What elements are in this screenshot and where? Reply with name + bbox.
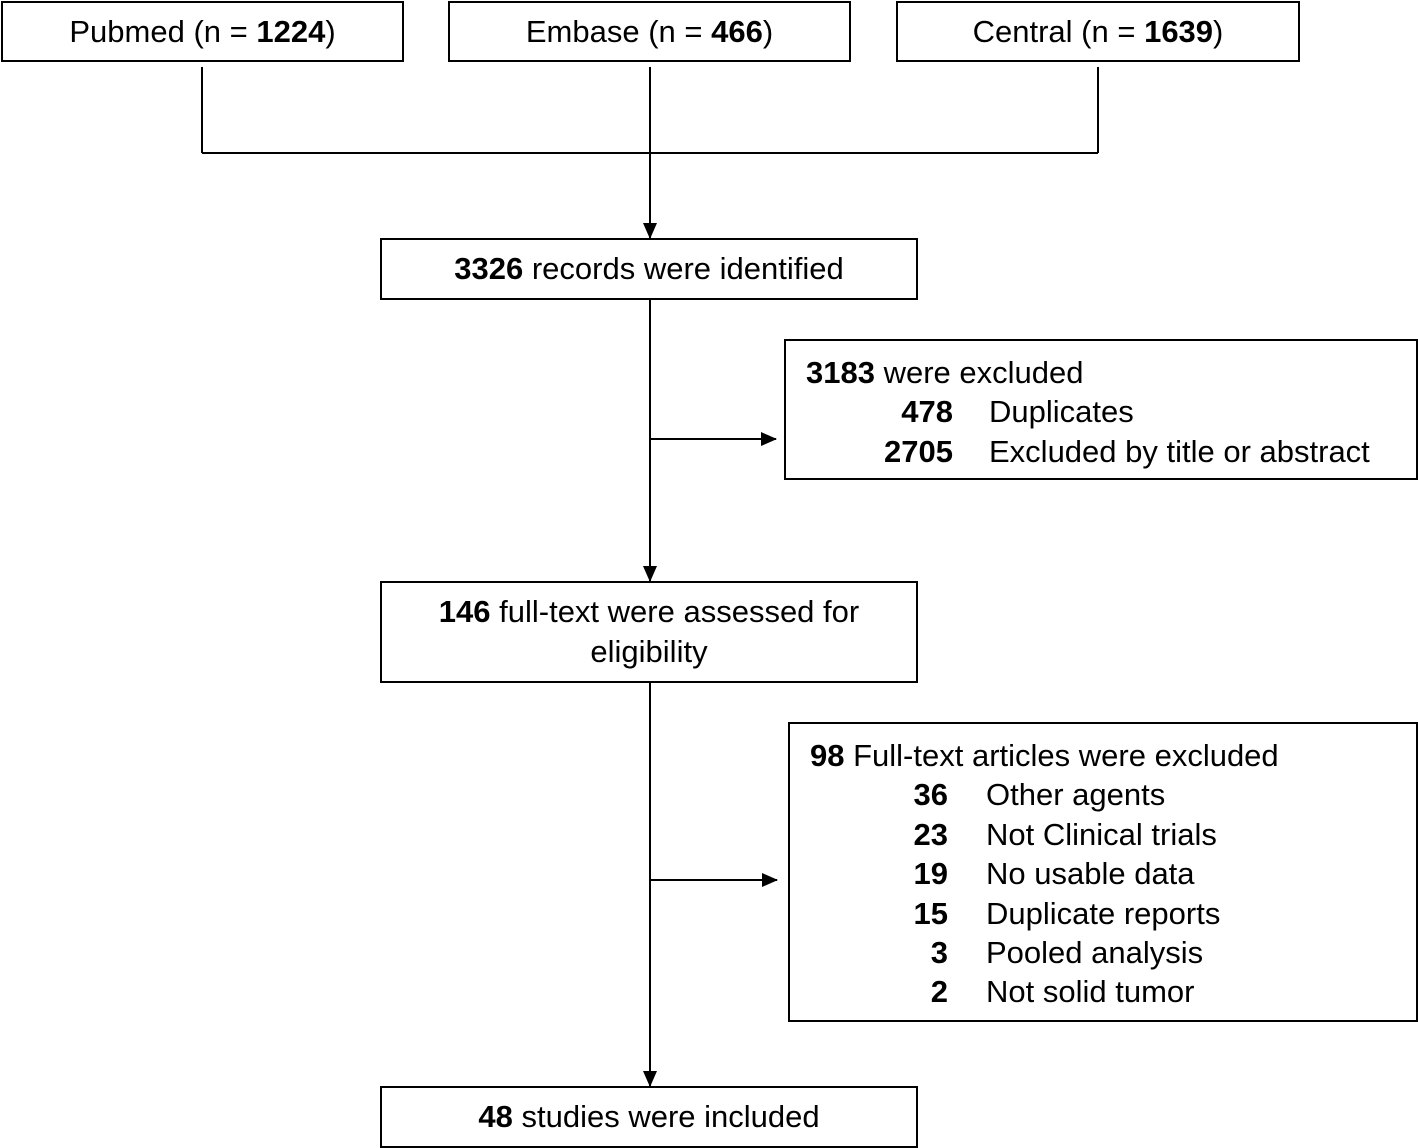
excluded-first-heading: 3183 were excluded	[806, 355, 1084, 390]
list-item: 36 Other agents	[913, 777, 1166, 813]
excluded-second-box: 98 Full-text articles were excluded 36 O…	[788, 722, 1418, 1022]
source-box-pubmed: Pubmed (n = 1224)	[1, 1, 404, 62]
excluded-first-box: 3183 were excluded 478 Duplicates 2705 E…	[784, 339, 1418, 480]
identified-label: 3326 records were identified	[454, 251, 844, 286]
source-label-pubmed: Pubmed (n = 1224)	[69, 13, 336, 49]
included-box: 48 studies were included	[380, 1086, 918, 1148]
list-item: 2 Not solid tumor	[930, 974, 1195, 1010]
list-item: 2705 Excluded by title or abstract	[884, 433, 1370, 469]
included-label: 48 studies were included	[478, 1099, 820, 1134]
source-label-embase: Embase (n = 466)	[525, 13, 774, 49]
identified-box: 3326 records were identified	[380, 238, 918, 300]
source-box-central: Central (n = 1639)	[896, 1, 1300, 62]
list-item: 23 Not Clinical trials	[913, 816, 1217, 852]
source-label-central: Central (n = 1639)	[972, 13, 1224, 49]
list-item: 15 Duplicate reports	[913, 895, 1221, 931]
list-item: 19 No usable data	[913, 856, 1195, 892]
source-box-embase: Embase (n = 466)	[448, 1, 851, 62]
excluded-second-heading: 98 Full-text articles were excluded	[810, 738, 1279, 773]
list-item: 478 Duplicates	[901, 394, 1134, 430]
list-item: 3 Pooled analysis	[930, 935, 1204, 971]
